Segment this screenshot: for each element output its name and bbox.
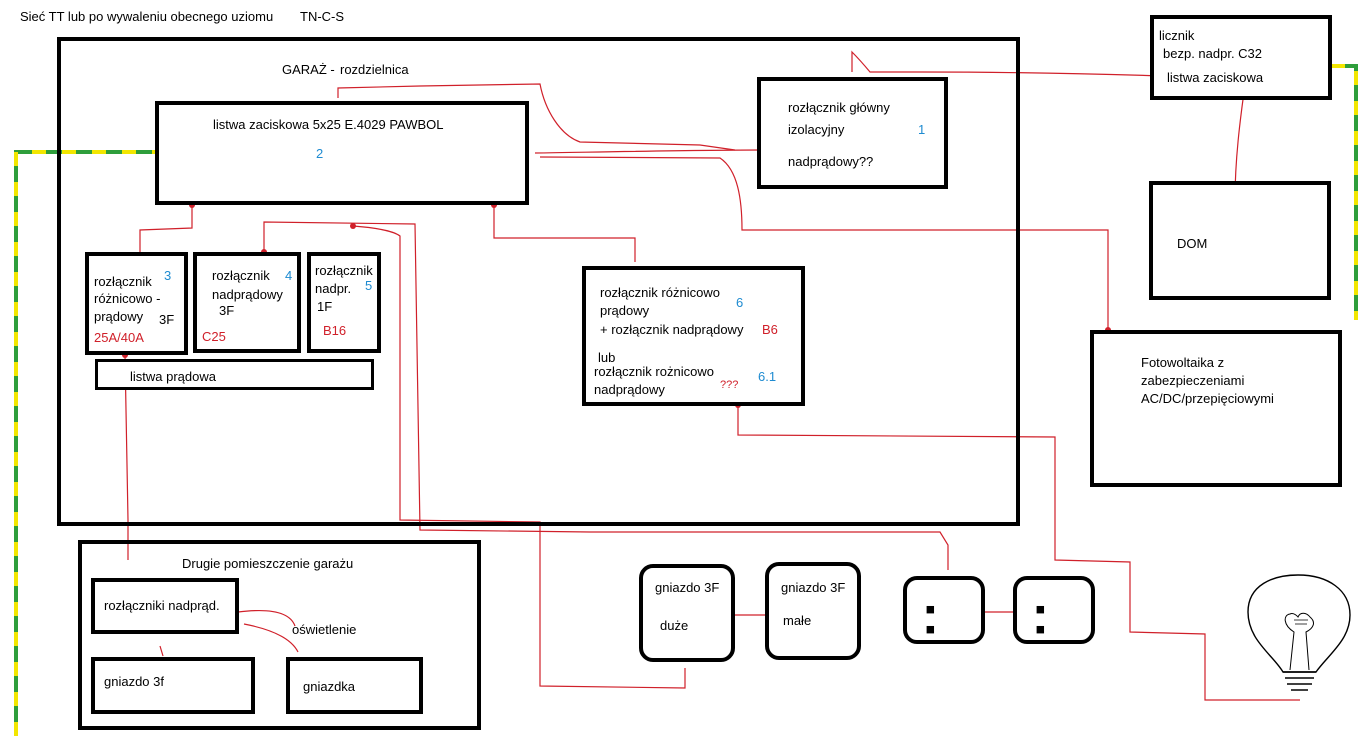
garage-panel xyxy=(57,37,1020,526)
socket-small-line1: gniazdo 3F xyxy=(781,580,846,595)
main-switch-number: 1 xyxy=(918,122,926,137)
socket-small-line2: małe xyxy=(783,613,812,628)
busbar-box: listwa prądowa xyxy=(95,359,374,390)
pv-line3: AC/DC/przepięciowymi xyxy=(1141,391,1274,406)
rcd-6-line2: prądowy xyxy=(600,303,650,318)
terminal-strip-box: listwa zaciskowa 5x25 E.4029 PAWBOL 2 xyxy=(155,101,529,205)
room2-title: Drugie pomieszczenie garażu xyxy=(182,556,354,571)
mcb-5-box: rozłącznik nadpr. 1F B16 5 xyxy=(307,252,381,353)
rcd-3-number: 3 xyxy=(164,268,172,283)
pv-box: Fotowoltaika z zabezpieczeniami AC/DC/pr… xyxy=(1090,330,1342,487)
main-switch-box: rozłącznik główny izolacyjny nadprądowy?… xyxy=(757,77,948,189)
mcb-5-line3: 1F xyxy=(317,299,333,314)
room2-socket3f-box: gniazdo 3f xyxy=(91,657,255,714)
rcd-6-number-2: 6.1 xyxy=(758,369,777,384)
pv-line1: Fotowoltaika z xyxy=(1141,355,1225,370)
meter-line1: licznik xyxy=(1159,28,1195,43)
rcd-6-box: rozłącznik różnicowo 6 prądowy + rozłącz… xyxy=(582,266,805,406)
light-bulb-icon xyxy=(1247,574,1351,691)
garage-label: GARAŻ - xyxy=(282,62,335,77)
busbar-label: listwa prądowa xyxy=(130,369,216,384)
main-switch-line2: izolacyjny xyxy=(788,122,845,137)
terminal-strip-label: listwa zaciskowa 5x25 E.4029 PAWBOL xyxy=(213,117,444,132)
mcb-4-number: 4 xyxy=(285,268,293,283)
socket-3f-large: gniazdo 3F duże xyxy=(639,564,735,662)
mcb-5-line1: rozłącznik xyxy=(315,263,373,278)
rcd-3-line1: rozłącznik xyxy=(94,274,152,289)
ground-wire-right xyxy=(1331,64,1358,320)
mcb-5-rating: B16 xyxy=(323,323,347,338)
room2-sockets: gniazdka xyxy=(303,679,356,694)
meter-line2: bezp. nadpr. C32 xyxy=(1163,46,1263,61)
rcd-6-rating: B6 xyxy=(762,322,778,337)
diagram-title: Sieć TT lub po wywaleniu obecnego uziomu xyxy=(20,9,274,24)
rcd-3-box: rozłącznik różnicowo - prądowy 3F 25A/40… xyxy=(85,252,188,355)
room2-panel: Drugie pomieszczenie garażu oświetlenie xyxy=(78,540,481,730)
main-switch-line3: nadprądowy?? xyxy=(788,154,874,169)
rcd-6-number: 6 xyxy=(736,295,744,310)
room2-lighting: oświetlenie xyxy=(292,622,357,637)
room2-socket3f: gniazdo 3f xyxy=(104,674,164,689)
outlet-1: ▪ ▪ xyxy=(903,576,985,646)
rcd-6-line1: rozłącznik różnicowo xyxy=(600,285,720,300)
rcd-6-or: lub xyxy=(598,350,616,365)
socket-3f-small: gniazdo 3F małe xyxy=(765,562,861,660)
room2-breakers-box: rozłączniki nadprąd. xyxy=(91,578,239,634)
mcb-4-box: rozłącznik nadprądowy 3F C25 4 xyxy=(193,252,301,353)
rcd-3-rating: 25A/40A xyxy=(94,330,144,345)
terminal-strip-number: 2 xyxy=(316,146,324,161)
mcb-4-rating: C25 xyxy=(202,329,226,344)
mcb-4-line1: rozłącznik xyxy=(212,268,270,283)
rcd-6-line4: rozłącznik rożnicowo xyxy=(594,364,714,379)
mcb-5-number: 5 xyxy=(365,278,373,293)
meter-box: licznik bezp. nadpr. C32 listwa zaciskow… xyxy=(1150,15,1332,100)
garage-label-2: rozdzielnica xyxy=(340,62,409,77)
room2-sockets-box: gniazdka xyxy=(286,657,423,714)
mcb-4-line2: nadprądowy xyxy=(212,287,283,302)
rcd-6-line5: nadprądowy xyxy=(594,382,665,397)
outlet-2-holes: ▪ ▪ xyxy=(1035,593,1056,646)
pv-line2: zabezpieczeniami xyxy=(1141,373,1245,388)
outlet-2: ▪ ▪ xyxy=(1013,576,1095,646)
meter-line3: listwa zaciskowa xyxy=(1167,70,1264,85)
mcb-5-line2: nadpr. xyxy=(315,281,352,296)
main-switch-line1: rozłącznik główny xyxy=(788,100,890,115)
mcb-4-line3: 3F xyxy=(219,303,235,318)
diagram-subtitle: TN-C-S xyxy=(300,9,345,24)
rcd-3-line2: różnicowo - xyxy=(94,291,161,306)
rcd-6-question: ??? xyxy=(720,379,739,391)
rcd-6-line3: + rozłącznik nadprądowy xyxy=(600,322,744,337)
room2-breakers: rozłączniki nadprąd. xyxy=(104,598,220,613)
outlet-1-holes: ▪ ▪ xyxy=(925,593,946,646)
socket-large-line1: gniazdo 3F xyxy=(655,580,720,595)
house-box: DOM xyxy=(1149,181,1331,300)
house-label: DOM xyxy=(1177,236,1208,251)
rcd-3-poles: 3F xyxy=(159,312,175,327)
rcd-3-line3: prądowy xyxy=(94,309,144,324)
socket-large-line2: duże xyxy=(660,618,689,633)
